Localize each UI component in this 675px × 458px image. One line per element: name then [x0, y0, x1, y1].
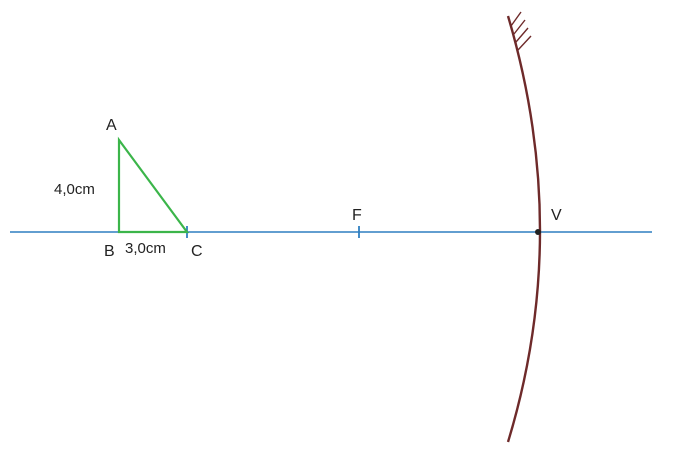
label-v: V: [551, 207, 562, 224]
vertex-point: [535, 229, 541, 235]
mirror-curve: [506, 15, 542, 443]
base-dimension-label: 3,0cm: [125, 240, 166, 257]
label-a: A: [106, 117, 117, 134]
mirror-hatching: [510, 11, 532, 51]
label-f: F: [352, 207, 362, 224]
object-triangle: [117, 136, 190, 234]
height-dimension-label: 4,0cm: [54, 181, 95, 198]
label-b: B: [104, 243, 115, 260]
label-c: C: [191, 243, 203, 260]
